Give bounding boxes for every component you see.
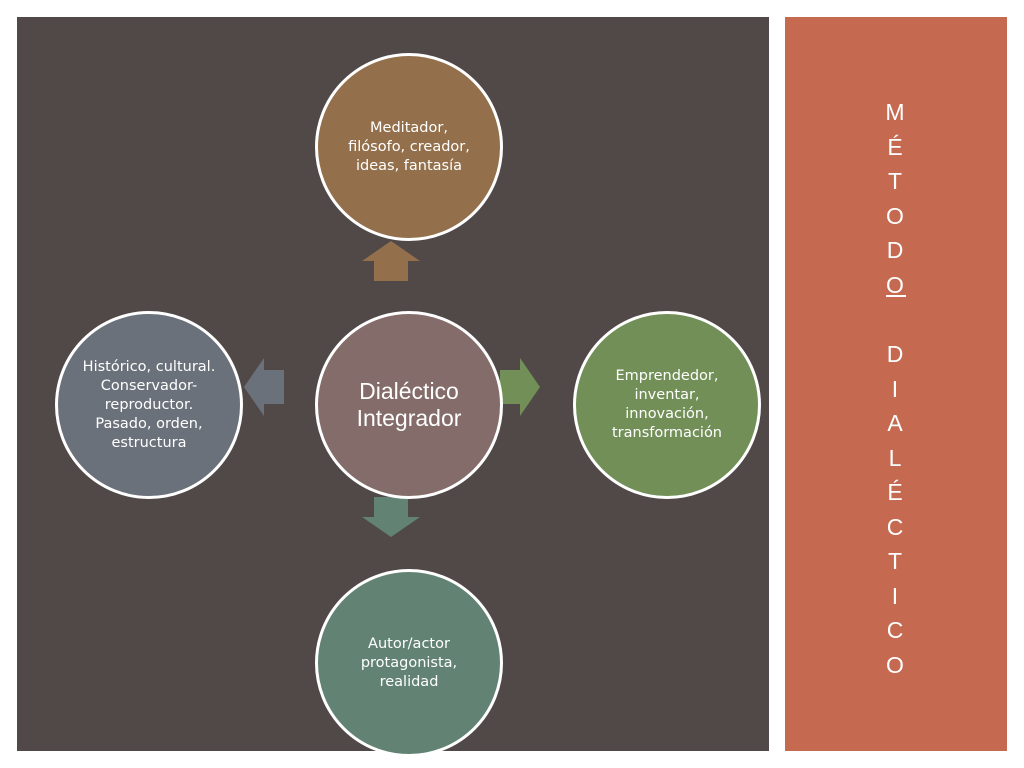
node-right-label: Emprendedor, inventar, innovación, trans… <box>611 368 723 441</box>
title-letter: A <box>887 410 905 436</box>
title-letter: D <box>886 341 906 367</box>
title-word-metodo: M É T O D O <box>785 95 1007 302</box>
node-bottom-label: Autor/actor protagonista, realidad <box>360 635 458 690</box>
title-letter: L <box>888 444 904 471</box>
node-center: Dialéctico Integrador <box>315 311 503 499</box>
node-right: Emprendedor, inventar, innovación, trans… <box>573 311 761 499</box>
title-letter: T <box>887 548 905 574</box>
node-top-label: Meditador, filósofo, creador, ideas, fan… <box>348 119 470 174</box>
arrow-right-icon <box>500 358 540 416</box>
title-gap <box>785 302 1007 337</box>
title-letter: O <box>886 651 906 678</box>
title-letter: I <box>891 582 901 609</box>
arrow-up-icon <box>362 241 420 281</box>
node-left: Histórico, cultural. Conservador-reprodu… <box>55 311 243 499</box>
arrow-down-icon <box>362 497 420 537</box>
vertical-title: M É T O D O D I A L É C T I C O <box>785 95 1007 682</box>
title-sidebar: M É T O D O D I A L É C T I C O <box>785 17 1007 751</box>
title-letter: I <box>891 375 901 402</box>
title-letter: É <box>887 479 905 505</box>
title-letter: C <box>886 617 906 643</box>
title-letter: O <box>886 202 906 229</box>
node-bottom: Autor/actor protagonista, realidad <box>315 569 503 757</box>
title-letter: O <box>886 271 906 298</box>
title-letter: C <box>886 513 906 540</box>
title-letter: D <box>886 237 906 263</box>
title-letter: T <box>887 168 905 194</box>
node-center-label: Dialéctico Integrador <box>356 378 462 431</box>
title-word-dialectico: D I A L É C T I C O <box>785 337 1007 682</box>
title-letter: M <box>885 99 907 125</box>
diagram-panel: Meditador, filósofo, creador, ideas, fan… <box>17 17 769 757</box>
node-left-label: Histórico, cultural. Conservador-reprodu… <box>82 358 216 451</box>
title-letter: É <box>887 133 905 160</box>
node-top: Meditador, filósofo, creador, ideas, fan… <box>315 53 503 241</box>
arrow-left-icon <box>244 358 284 416</box>
